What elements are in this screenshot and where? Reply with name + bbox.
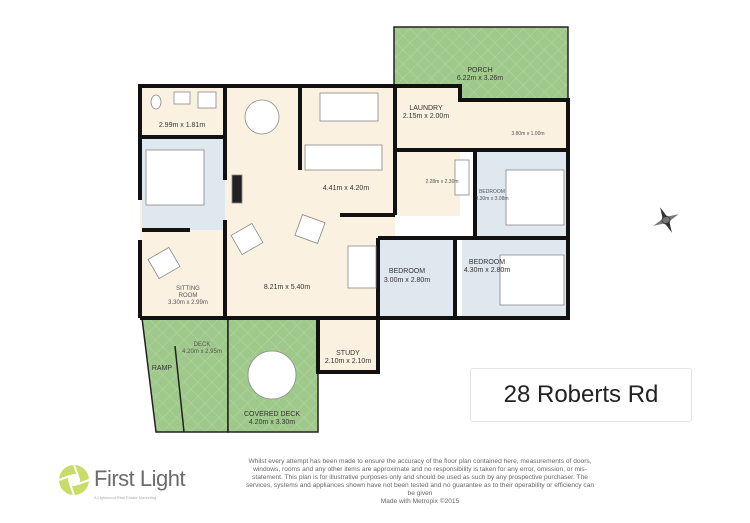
- aperture-icon: [58, 464, 90, 496]
- sitting-label-2: ROOM: [179, 293, 198, 299]
- disclaimer-text: Whilst every attempt has been made to en…: [245, 458, 595, 497]
- logo-name: First Light: [94, 466, 186, 491]
- address-text: 28 Roberts Rd: [503, 381, 659, 408]
- disclaimer: Whilst every attempt has been made to en…: [245, 458, 595, 506]
- study-label: STUDY: [336, 350, 360, 357]
- bathroom-mid-size: 2.28m x 2.30m: [425, 179, 458, 185]
- bedroom-right-size: 4.30m x 2.80m: [464, 267, 510, 274]
- bedroom-mid-label: BEDROOM: [389, 268, 425, 275]
- sitting-label-1: SITTING: [176, 286, 200, 292]
- study-size: 2.10m x 2.10m: [325, 358, 371, 365]
- kitchen-size: 4.41m x 4.20m: [323, 185, 369, 192]
- logo-tagline: A Lightwood Real Estate Marketing: [94, 495, 157, 500]
- bedroom-right-top-label: BEDROOM: [479, 189, 505, 195]
- covered-deck-size: 4.20m x 3.30m: [249, 419, 295, 426]
- deck-size: 4.20m x 2.95m: [182, 349, 222, 355]
- porch-size: 6.22m x 3.26m: [457, 75, 503, 82]
- bedroom-mid-size: 3.00m x 2.80m: [384, 277, 430, 284]
- living-size: 8.21m x 5.40m: [264, 284, 310, 291]
- study-floor: [318, 318, 378, 372]
- deck-label: DECK: [194, 342, 211, 348]
- walls: [138, 84, 570, 374]
- address-label: 28 Roberts Rd: [470, 368, 692, 422]
- bedroom-mid-floor: [378, 238, 455, 318]
- deck-area: [141, 317, 229, 433]
- credit-text: Made with Metropix ©2015: [380, 498, 460, 505]
- bathroom-top-right-size: 3.80m x 1.00m: [511, 131, 544, 137]
- ramp-divider: [174, 345, 185, 433]
- porch-label: PORCH: [467, 67, 492, 74]
- first-light-logo: First Light A Lightwood Real Estate Mark…: [58, 462, 188, 504]
- sitting-size: 3.30m x 2.99m: [168, 300, 208, 306]
- furniture: [145, 91, 565, 400]
- compass-icon: [653, 207, 679, 233]
- bathroom-top-left-size: 2.99m x 1.81m: [159, 122, 205, 129]
- ramp-label: RAMP: [152, 365, 173, 372]
- laundry-label: LAUNDRY: [409, 105, 443, 112]
- bathroom-top-right-floor: [460, 100, 568, 150]
- bedroom-right-top-size: 3.30m x 3.08m: [475, 196, 508, 202]
- covered-deck-label: COVERED DECK: [244, 411, 300, 418]
- laundry-size: 2.15m x 2.00m: [403, 113, 449, 120]
- bedroom-right-label: BEDROOM: [469, 259, 505, 266]
